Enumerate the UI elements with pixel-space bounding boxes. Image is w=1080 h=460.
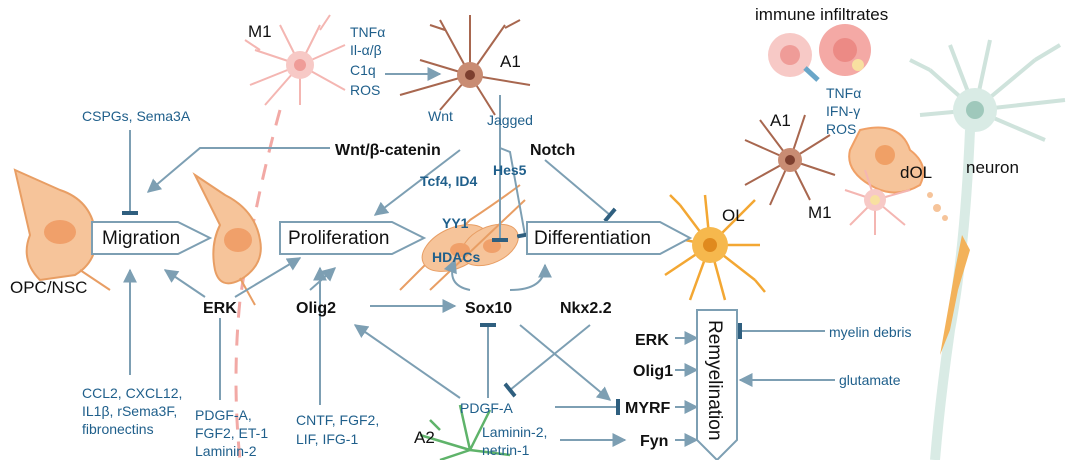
cytokine-top-2: Il-α/β: [350, 42, 382, 58]
microglia-m1-right: [844, 169, 911, 235]
remyelination-label: Remyelination: [704, 320, 725, 440]
a2-factor-2: netrin-1: [482, 442, 530, 458]
astrocyte-a1-top: [399, 15, 531, 116]
neuron-cell: [909, 39, 1066, 460]
fyn-label: Fyn: [640, 433, 668, 450]
opc-nsc-label: OPC/NSC: [10, 278, 87, 297]
pdgfa-label: PDGF-A: [460, 400, 514, 416]
wnt-beta-catenin-label: Wnt/β-catenin: [335, 142, 441, 159]
yy1-label: YY1: [442, 215, 469, 231]
migration-factor-3: fibronectins: [82, 421, 154, 437]
notch-label: Notch: [530, 142, 575, 159]
a1-right-label: A1: [770, 111, 791, 130]
olig2-label: Olig2: [296, 300, 336, 317]
migration-box: Migration: [91, 221, 213, 255]
proliferation-label: Proliferation: [288, 228, 389, 249]
myrf-label: MYRF: [625, 400, 671, 417]
m1-right-label: M1: [808, 203, 832, 222]
cspgs-label: CSPGs, Sema3A: [82, 108, 191, 124]
hes5-label: Hes5: [493, 162, 527, 178]
hdacs-label: HDACs: [432, 249, 480, 265]
cytokine-right-1: TNFα: [826, 85, 861, 101]
nkx22-label: Nkx2.2: [560, 300, 612, 317]
differentiation-box: Differentiation: [526, 221, 693, 255]
cytokine-top-4: ROS: [350, 82, 380, 98]
a2-label: A2: [414, 428, 435, 447]
myelin-debris-label: myelin debris: [829, 324, 911, 340]
astrocyte-a2: [419, 404, 511, 460]
ol-label: OL: [722, 206, 745, 225]
olig2-factor-1: CNTF, FGF2,: [296, 412, 379, 428]
glutamate-label: glutamate: [839, 372, 901, 388]
microglia-m1-top: [244, 14, 346, 106]
m1-top-label: M1: [248, 22, 272, 41]
sox10-label: Sox10: [465, 300, 512, 317]
dol-label: dOL: [900, 163, 932, 182]
neuron-label: neuron: [966, 158, 1019, 177]
erk-factor-3: Laminin-2: [195, 443, 257, 459]
olig1-label: Olig1: [633, 363, 673, 380]
differentiation-label: Differentiation: [534, 228, 651, 249]
a1-top-label: A1: [500, 52, 521, 71]
migration-factor-2: IL1β, rSema3F,: [82, 403, 177, 419]
degenerating-ol: [848, 126, 948, 221]
arrows: [122, 67, 835, 447]
erk-left-label: ERK: [203, 300, 237, 317]
wnt-label: Wnt: [428, 108, 453, 124]
jagged-label: Jagged: [487, 112, 533, 128]
barrier-dashed-line: [234, 109, 282, 460]
immune-infiltrates-label: immune infiltrates: [755, 5, 888, 24]
remyelination-box: Remyelination: [696, 309, 738, 460]
dividing-cells: [399, 184, 526, 291]
cytokine-right-2: IFN-γ: [826, 103, 860, 119]
astrocyte-a1-right: [744, 114, 836, 206]
opc-cell-left: [13, 168, 111, 291]
a2-factor-1: Laminin-2,: [482, 424, 547, 440]
opc-cell-middle: [192, 172, 262, 306]
erk-factor-1: PDGF-A,: [195, 407, 252, 423]
migration-factor-1: CCL2, CXCL12,: [82, 385, 182, 401]
olig2-factor-2: LIF, IFG-1: [296, 431, 358, 447]
immune-cells: [768, 24, 871, 82]
erk-right-label: ERK: [635, 332, 669, 349]
cytokine-right-3: ROS: [826, 121, 856, 137]
cytokine-top-3: C1q: [350, 62, 376, 78]
tcf4-id4-label: Tcf4, ID4: [420, 173, 478, 189]
cytokine-top-1: TNFα: [350, 24, 385, 40]
migration-label: Migration: [102, 228, 180, 249]
erk-factor-2: FGF2, ET-1: [195, 425, 268, 441]
proliferation-box: Proliferation: [279, 221, 427, 255]
